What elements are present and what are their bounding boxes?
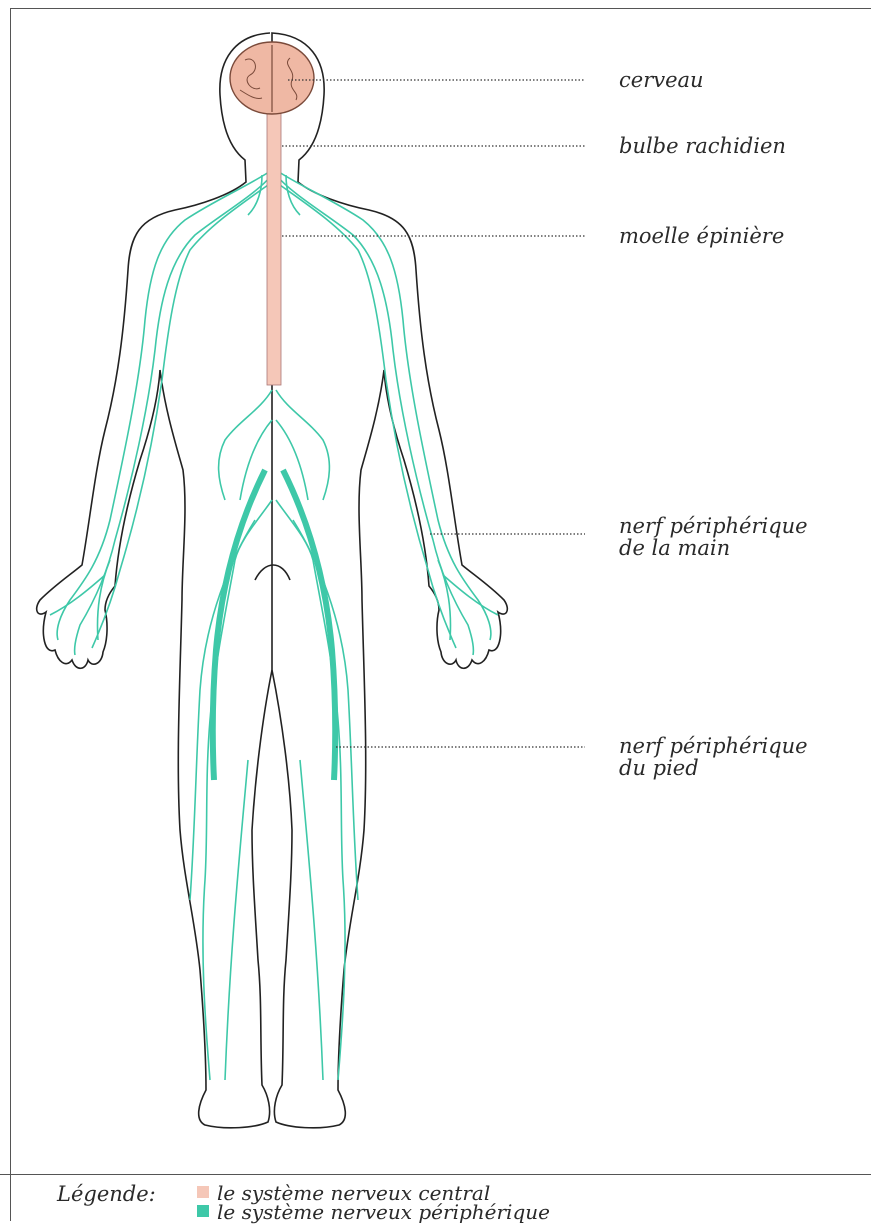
brain [230,42,314,114]
central-swatch [197,1186,209,1198]
legend-title: Légende: [57,1182,156,1206]
nervous-system-diagram [0,0,871,1174]
label-bulbe-rachidien: bulbe rachidien [619,136,786,156]
peripheral-swatch [197,1205,209,1217]
legend-divider [0,1174,871,1175]
leader-lines [282,80,585,747]
label-nerf-main-line2: de la main [619,538,730,558]
main-sciatic-nerves [213,470,336,780]
label-cerveau: cerveau [619,70,704,90]
label-nerf-pied-line1: nerf périphérique [619,736,808,756]
label-moelle-epiniere: moelle épinière [619,226,784,246]
spinal-cord [267,100,281,385]
legend-peripheral: le système nerveux périphérique [217,1200,550,1224]
label-nerf-main-line1: nerf périphérique [619,516,808,536]
legend-peripheral-label: le système nerveux périphérique [217,1200,550,1224]
label-nerf-pied-line2: du pied [619,758,699,778]
